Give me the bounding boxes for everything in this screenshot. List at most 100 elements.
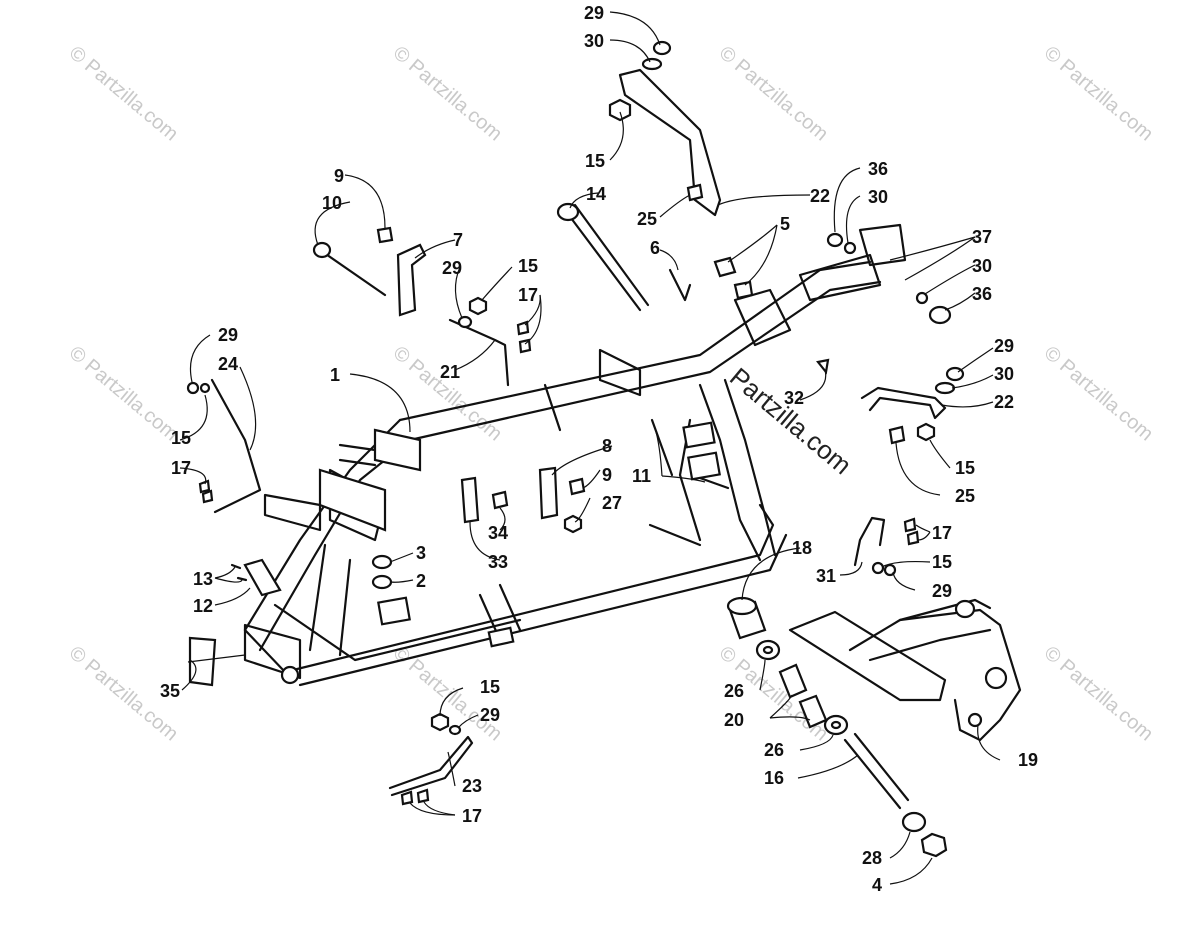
rod-24 xyxy=(210,378,262,514)
bolt-10 xyxy=(318,248,387,297)
ring-2 xyxy=(371,574,393,590)
plate-33 xyxy=(460,476,480,524)
bracket-22-upper xyxy=(618,68,722,217)
callout-21: 21 xyxy=(440,362,460,382)
callout-32: 32 xyxy=(784,388,804,408)
clip-17-bottom-a xyxy=(400,790,414,806)
bracket-23 xyxy=(388,735,474,797)
cap-36-right xyxy=(928,305,952,325)
plate-8 xyxy=(538,466,559,520)
bushing-18-end xyxy=(726,596,758,616)
callout-22: 22 xyxy=(994,392,1014,412)
callout-24: 24 xyxy=(218,354,238,374)
callout-37: 37 xyxy=(972,227,992,247)
washer-29-mid xyxy=(457,315,473,329)
clip-17-bottom-b xyxy=(416,788,430,804)
bolt-14 xyxy=(563,208,642,312)
callout-15: 15 xyxy=(480,677,500,697)
watermark: © Partzilla.com xyxy=(389,42,506,145)
callout-29: 29 xyxy=(932,581,952,601)
callout-13: 13 xyxy=(193,569,213,589)
clip-17-left-a xyxy=(198,479,211,494)
washer-29-top xyxy=(652,40,672,56)
callout-9: 9 xyxy=(334,166,344,186)
bracket-7 xyxy=(396,243,427,317)
bracket-22-right xyxy=(860,386,947,420)
callout-25: 25 xyxy=(637,209,657,229)
callout-35: 35 xyxy=(160,681,180,701)
callout-8: 8 xyxy=(602,436,612,456)
callout-29: 29 xyxy=(218,325,238,345)
callout-15: 15 xyxy=(585,151,605,171)
washer-26-bottom-inner xyxy=(830,720,842,730)
callout-17: 17 xyxy=(518,285,538,305)
swing-arm-19 xyxy=(788,598,1022,742)
callout-26: 26 xyxy=(724,681,744,701)
washer-30-rright xyxy=(934,381,956,395)
clip-6 xyxy=(668,268,692,302)
callout-27: 27 xyxy=(602,493,622,513)
callout-14: 14 xyxy=(586,184,606,204)
bolt-11b xyxy=(698,476,730,490)
watermark: © Partzilla.com xyxy=(1040,342,1157,445)
clip-17-right-b xyxy=(906,530,920,546)
watermark: © Partzilla.com xyxy=(389,342,506,445)
callout-16: 16 xyxy=(764,768,784,788)
callout-6: 6 xyxy=(650,238,660,258)
bolt-25-top xyxy=(686,183,704,202)
grommet-5a xyxy=(713,256,737,278)
washer-28 xyxy=(901,811,927,833)
callout-1: 1 xyxy=(330,365,340,385)
bolt-14-shaft xyxy=(573,203,650,307)
callout-31: 31 xyxy=(816,566,836,586)
label-35 xyxy=(188,636,217,687)
watermark: © Partzilla.com xyxy=(715,42,832,145)
callout-17: 17 xyxy=(462,806,482,826)
nut-15-left xyxy=(199,382,211,394)
watermark: © Partzilla.com xyxy=(65,42,182,145)
callout-30: 30 xyxy=(584,31,604,51)
screw-13a xyxy=(230,563,242,570)
callout-7: 7 xyxy=(453,230,463,250)
callout-15: 15 xyxy=(955,458,975,478)
nut-4 xyxy=(920,832,948,858)
callout-29: 29 xyxy=(584,3,604,23)
nut-15-rlow xyxy=(871,561,885,575)
callout-30: 30 xyxy=(868,187,888,207)
callout-15: 15 xyxy=(518,256,538,276)
callout-29: 29 xyxy=(442,258,462,278)
callouts: 29 30 15 14 22 25 5 6 36 30 37 30 36 9 1… xyxy=(160,3,1038,895)
callout-10: 10 xyxy=(322,193,342,213)
clip-32 xyxy=(816,358,830,375)
callout-18: 18 xyxy=(792,538,812,558)
washer-26-inner xyxy=(762,645,774,655)
clip-17-mid-b xyxy=(518,338,532,354)
clip-17-left-b xyxy=(201,489,214,504)
callout-11: 11 xyxy=(632,466,651,486)
nut-15-top xyxy=(608,98,632,122)
callout-15: 15 xyxy=(171,428,191,448)
callout-33: 33 xyxy=(488,552,508,572)
callout-2: 2 xyxy=(416,571,426,591)
watermark: © Partzilla.com xyxy=(65,342,182,445)
callout-30: 30 xyxy=(994,364,1014,384)
callout-5: 5 xyxy=(780,214,790,234)
clip-17-right-a xyxy=(903,517,917,533)
cap-36-top xyxy=(826,232,844,248)
callout-20: 20 xyxy=(724,710,744,730)
hook-31 xyxy=(853,516,886,567)
callout-34: 34 xyxy=(488,523,508,543)
nut-15-right xyxy=(916,422,936,442)
main-frame xyxy=(243,223,907,687)
watermark: © Partzilla.com xyxy=(1040,642,1157,745)
washer-29-left xyxy=(186,381,200,395)
bolt-14-head xyxy=(556,202,580,222)
callout-36: 36 xyxy=(868,159,888,179)
callout-25: 25 xyxy=(955,486,975,506)
callout-23: 23 xyxy=(462,776,482,796)
callout-17: 17 xyxy=(932,523,952,543)
callout-4: 4 xyxy=(872,875,882,895)
grommet-5b xyxy=(733,280,754,300)
bolt-9 xyxy=(376,226,394,244)
